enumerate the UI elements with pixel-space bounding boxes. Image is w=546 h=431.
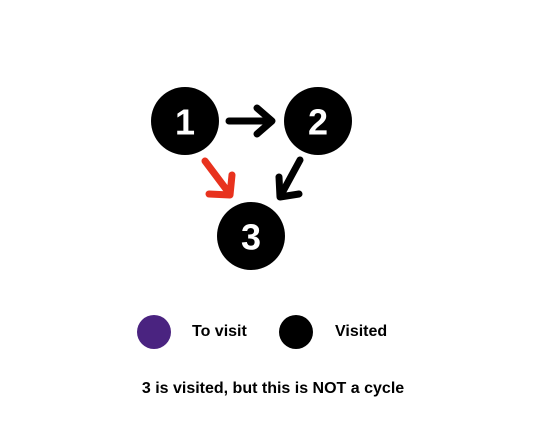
legend-visited-swatch: [279, 315, 313, 349]
edge-1-to-2: [225, 104, 276, 138]
node-1-label: 1: [175, 102, 195, 143]
node-2-label: 2: [308, 102, 328, 143]
node-3: 3: [217, 202, 285, 270]
edge-1-to-3: [201, 157, 236, 199]
legend: To visit Visited: [0, 312, 546, 352]
node-3-label: 3: [241, 217, 261, 258]
graph-diagram: 1 2 3: [151, 87, 352, 270]
node-2: 2: [284, 87, 352, 155]
diagram-caption: 3 is visited, but this is NOT a cycle: [141, 380, 405, 397]
edge-2-to-3: [275, 156, 304, 201]
legend-to-visit-swatch: [137, 315, 171, 349]
node-1: 1: [151, 87, 219, 155]
legend-to-visit-label: To visit: [192, 323, 247, 340]
legend-visited-label: Visited: [335, 323, 388, 340]
